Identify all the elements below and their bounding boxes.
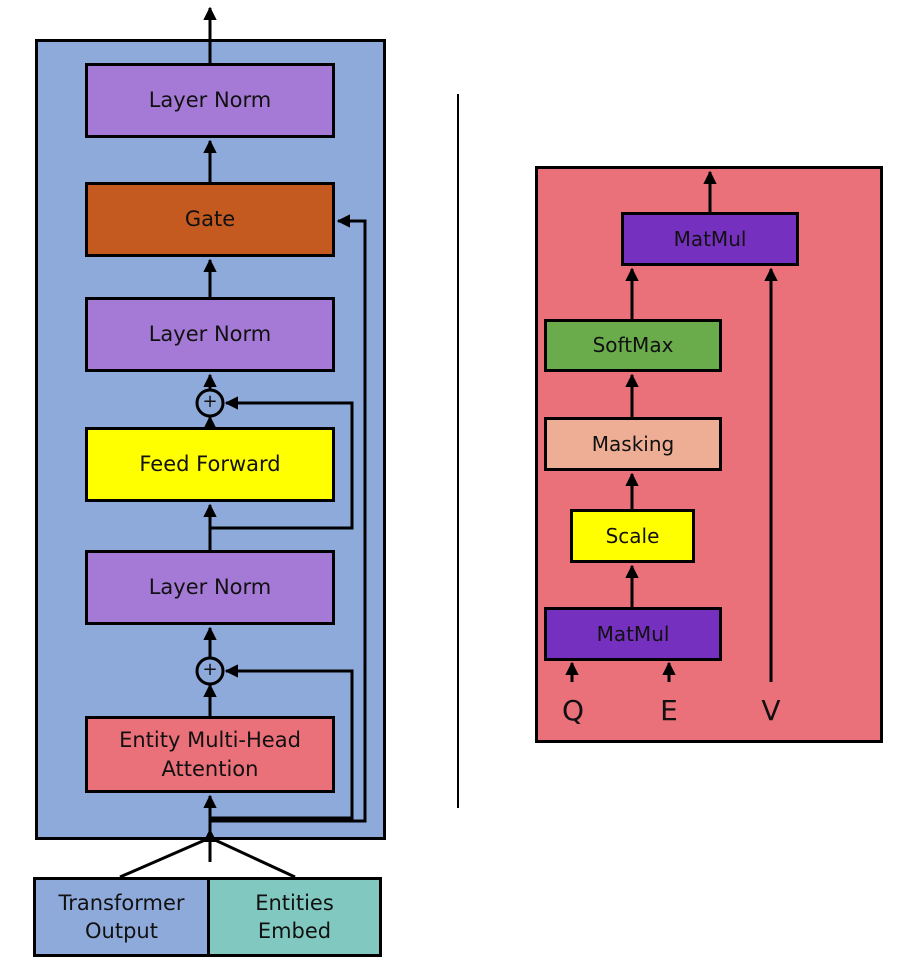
layer-norm-mid-box: Layer Norm: [85, 297, 335, 372]
masking-box: Masking: [544, 417, 722, 471]
add-symbol-lower: +: [202, 659, 218, 680]
layer-norm-bottom-box: Layer Norm: [85, 550, 335, 625]
softmax-box: SoftMax: [544, 319, 722, 372]
entities-embed-box: Entities Embed: [207, 877, 382, 957]
scale-box: Scale: [570, 509, 695, 563]
feed-forward-box: Feed Forward: [85, 427, 335, 502]
v-label: V: [761, 694, 781, 727]
matmul-bottom-box: MatMul: [544, 607, 722, 661]
matmul-top-box: MatMul: [621, 212, 799, 266]
entity-attention-box: Entity Multi-Head Attention: [85, 716, 335, 793]
e-label: E: [660, 694, 678, 727]
panel-divider: [457, 94, 459, 808]
transformer-output-box: Transformer Output: [33, 877, 210, 957]
add-symbol-upper: +: [202, 391, 218, 412]
transformer-output-connector: [119, 838, 206, 879]
q-label: Q: [561, 694, 585, 727]
entities-embed-connector: [214, 838, 296, 879]
layer-norm-top-box: Layer Norm: [85, 63, 335, 138]
gate-box: Gate: [85, 182, 335, 257]
